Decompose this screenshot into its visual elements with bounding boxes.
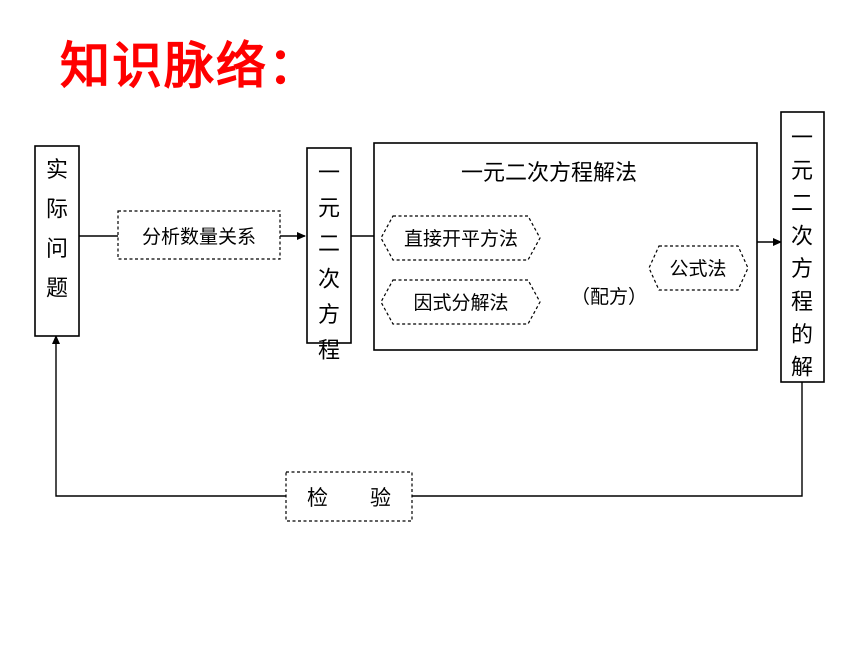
node-analyze <box>117 210 281 260</box>
analyze-text: 分析数量关系 <box>142 226 256 248</box>
node-equation <box>306 147 352 344</box>
node-factor <box>380 279 541 325</box>
page-title: 知识脉络： <box>60 37 320 95</box>
check-text: 检 验 <box>307 486 391 510</box>
node-check <box>285 471 413 522</box>
node-formula <box>648 245 749 291</box>
equation-text: 一元二次方程 <box>318 161 340 364</box>
methods-title: 一元二次方程解法 <box>461 161 637 186</box>
actual-problem-text: 实际问题 <box>46 158 68 302</box>
direct-sqrt-text: 直接开平方法 <box>404 228 518 250</box>
node-actual-problem <box>34 145 80 337</box>
connector-solution-check <box>412 382 803 497</box>
node-direct-sqrt <box>380 215 541 261</box>
complete-square-label: （配方） <box>571 286 647 308</box>
formula-text: 公式法 <box>669 258 726 280</box>
solution-text: 一元二次方程的解 <box>791 126 813 381</box>
node-solution <box>780 111 825 383</box>
arrow-check-problem <box>52 335 286 497</box>
factor-text: 因式分解法 <box>413 292 508 314</box>
